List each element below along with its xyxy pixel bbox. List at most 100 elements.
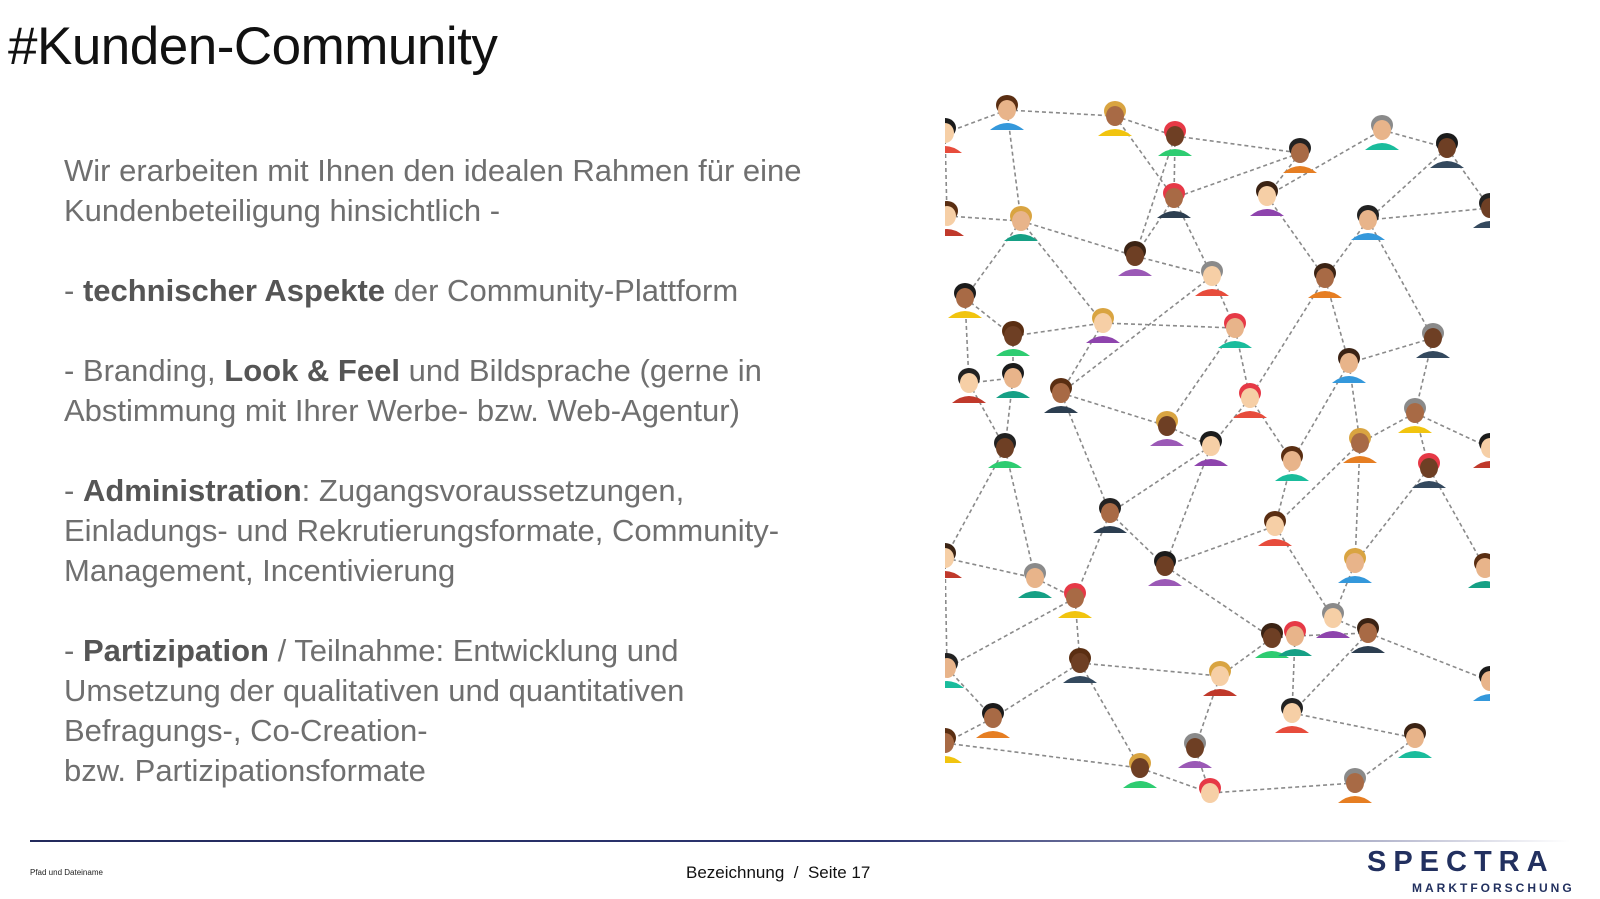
bullet-line: Umsetzung der qualitativen und quantitat…	[64, 673, 685, 708]
person-avatar-icon	[1255, 623, 1289, 658]
network-connection	[1004, 447, 1036, 579]
bullet-prefix: -	[64, 273, 83, 308]
person-avatar-icon	[1158, 121, 1192, 156]
person-avatar-icon	[996, 321, 1030, 356]
person-avatar-icon	[1473, 666, 1490, 701]
bullet-administration: - Administration: Zugangsvoraussetzungen…	[64, 471, 894, 591]
network-connection	[1446, 147, 1490, 209]
person-avatar-icon	[1473, 193, 1490, 228]
network-connection	[946, 597, 1076, 669]
person-avatar-icon	[1150, 411, 1184, 446]
network-connection	[1291, 712, 1416, 739]
bullet-text: / Teilnahme: Entwicklung und	[268, 633, 679, 668]
person-avatar-icon	[1275, 446, 1309, 481]
person-avatar-icon	[945, 118, 962, 153]
person-avatar-icon	[1086, 308, 1120, 343]
network-connection	[1348, 337, 1434, 364]
network-connection	[1020, 220, 1136, 257]
person-avatar-icon	[1351, 618, 1385, 653]
bullet-prefix: -	[64, 473, 83, 508]
bullet-branding: - Branding, Look & Feel und Bildsprache …	[64, 351, 894, 431]
network-connection	[945, 742, 1141, 769]
bullet-keyword: Partizipation	[82, 633, 269, 668]
bullet-text: und Bildsprache (gerne in	[399, 353, 762, 388]
network-connection	[1266, 195, 1326, 279]
bullet-prefix: - Branding,	[64, 353, 225, 388]
person-avatar-icon	[1332, 348, 1366, 383]
intro-line: Wir erarbeiten mit Ihnen den idealen Rah…	[64, 153, 802, 188]
bullet-line: Befragungs-, Co-Creation-	[64, 713, 428, 748]
bullet-line: - Branding, Look & Feel und Bildsprache …	[64, 351, 894, 391]
network-connection	[1367, 632, 1490, 682]
network-connection	[1266, 129, 1383, 197]
network-connection	[945, 557, 1036, 579]
person-avatar-icon	[1098, 101, 1132, 136]
person-avatar-icon	[1316, 603, 1350, 638]
person-avatar-icon	[1194, 431, 1228, 466]
person-avatar-icon	[1365, 115, 1399, 150]
network-connection	[1060, 275, 1213, 394]
network-connection	[1291, 632, 1369, 714]
person-avatar-icon	[976, 703, 1010, 738]
person-avatar-icon	[1118, 241, 1152, 276]
person-avatar-icon	[988, 433, 1022, 468]
network-connection	[1219, 637, 1273, 677]
network-connection	[964, 220, 1022, 299]
network-connection	[1074, 597, 1081, 664]
person-avatar-icon	[945, 653, 964, 688]
person-avatar-icon	[1275, 698, 1309, 733]
person-avatar-icon	[952, 368, 986, 403]
network-connection	[1164, 565, 1273, 639]
bullet-line: Abstimmung mit Ihrer Werbe- bzw. Web-Age…	[64, 393, 740, 428]
person-avatar-icon	[996, 363, 1030, 398]
network-connection	[1079, 662, 1221, 677]
network-connection	[1291, 362, 1350, 462]
person-avatar-icon	[1058, 583, 1092, 618]
network-connection	[1274, 525, 1334, 619]
person-avatar-icon	[1093, 498, 1127, 533]
logo-subtitle: MARKTFORSCHUNG	[1412, 881, 1575, 895]
person-avatar-icon	[1343, 428, 1377, 463]
person-avatar-icon	[1278, 621, 1312, 656]
network-connection	[1209, 782, 1356, 794]
person-avatar-icon	[1351, 205, 1385, 240]
person-avatar-icon	[1018, 563, 1052, 598]
network-connection	[1367, 207, 1490, 221]
footer-separator: /	[793, 863, 799, 882]
person-avatar-icon	[1398, 723, 1432, 758]
network-connection	[1166, 327, 1236, 427]
bullet-keyword: technischer Aspekte	[82, 273, 386, 308]
network-connection	[1173, 152, 1301, 199]
person-avatar-icon	[1157, 183, 1191, 218]
network-connection	[1367, 147, 1448, 221]
bullet-keyword: Look & Feel	[224, 353, 400, 388]
network-connection	[1139, 767, 1211, 794]
slide-title: #Kunden-Community	[8, 17, 498, 76]
network-connection	[1134, 255, 1213, 277]
bullet-text: : Zugangsvoraussetzungen,	[301, 473, 685, 508]
bullet-line: Einladungs- und Rekrutierungsformate, Co…	[64, 513, 780, 548]
footer-page-number: Seite 17	[807, 863, 871, 882]
person-avatar-icon	[1233, 383, 1267, 418]
bullet-prefix: -	[64, 633, 83, 668]
person-avatar-icon	[1258, 511, 1292, 546]
bullet-keyword: Administration	[82, 473, 302, 508]
network-connection	[1381, 129, 1448, 149]
person-avatar-icon	[1044, 378, 1078, 413]
network-connection	[1274, 442, 1361, 527]
content-body: Wir erarbeiten mit Ihnen den idealen Rah…	[64, 151, 894, 791]
spectra-logo-icon: SPECTRA MARKTFORSCHUNG	[1367, 846, 1592, 895]
logo-wordmark: SPECTRA	[1367, 846, 1555, 878]
person-avatar-icon	[1203, 661, 1237, 696]
network-connection	[946, 215, 1022, 222]
person-avatar-icon	[1308, 263, 1342, 298]
footer-divider	[30, 840, 1570, 842]
network-connection	[1114, 115, 1175, 199]
person-avatar-icon	[1148, 551, 1182, 586]
footer-designation: Bezeichnung	[686, 863, 785, 882]
network-connection	[968, 382, 1006, 449]
person-avatar-icon	[1199, 778, 1221, 803]
person-avatar-icon	[1468, 553, 1490, 588]
network-connection	[992, 662, 1081, 719]
network-connection	[945, 557, 948, 669]
